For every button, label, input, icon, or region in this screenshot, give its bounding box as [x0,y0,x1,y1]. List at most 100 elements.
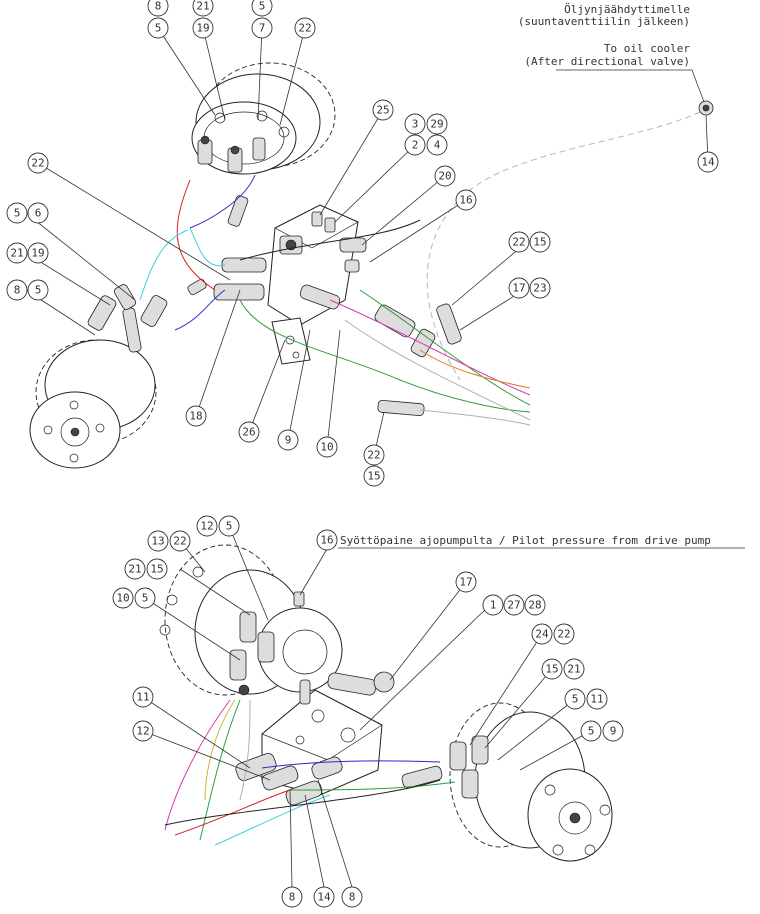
balloon: 28 [524,594,546,616]
balloon: 8 [281,886,303,908]
balloon: 10 [112,587,134,609]
svg-text:21: 21 [567,663,580,676]
balloon: 21 [6,242,28,264]
hose-cyan [139,227,226,301]
balloon: 15 [529,231,551,253]
balloon: 16 [316,529,338,551]
top-leaders [25,27,709,456]
svg-text:22: 22 [173,535,186,548]
svg-text:16: 16 [320,534,333,547]
balloon: 21 [124,558,146,580]
balloon: 25 [372,99,394,121]
hose-orange [419,349,531,389]
bottom-manifold [235,671,395,806]
balloon: 20 [434,165,456,187]
balloon: 22 [169,530,191,552]
svg-text:5: 5 [155,22,162,35]
balloon: 5 [134,587,156,609]
balloon: 14 [313,886,335,908]
hose-magenta [329,299,531,396]
balloon: 12 [196,515,218,537]
bottom-balloons: 12 5 13 22 16 21 15 10 5 17 1 27 28 24 2… [112,515,624,908]
top-assembly: Öljynjäähdyttimelle (suuntaventtiilin jä… [6,0,719,487]
balloon: 5 [147,17,169,39]
balloon: 22 [508,231,530,253]
balloon: 29 [426,113,448,135]
balloon: 10 [316,436,338,458]
svg-text:8: 8 [289,891,296,904]
svg-text:9: 9 [610,725,617,738]
svg-text:11: 11 [136,691,149,704]
balloon: 4 [426,134,448,156]
balloon: 5 [218,515,240,537]
balloon: 9 [602,720,624,742]
top-hoses [139,111,701,426]
balloon: 22 [553,623,575,645]
balloon: 1 [482,594,504,616]
svg-text:5: 5 [14,207,21,220]
oil-cooler-note: Öljynjäähdyttimelle (suuntaventtiilin jä… [518,3,705,103]
balloon: 21 [192,0,214,17]
svg-text:22: 22 [512,236,525,249]
balloon: 6 [27,202,49,224]
svg-text:9: 9 [285,434,292,447]
balloon: 23 [529,277,551,299]
top-balloons: 8 21 5 5 19 7 22 25 3 29 2 4 20 16 22 5 … [6,0,719,487]
balloon: 11 [132,686,154,708]
svg-text:7: 7 [259,22,266,35]
balloon: 17 [508,277,530,299]
svg-text:5: 5 [142,592,149,605]
svg-text:25: 25 [376,104,389,117]
bottom-left-motor [159,544,343,696]
svg-text:17: 17 [459,576,472,589]
svg-text:1: 1 [490,599,497,612]
svg-text:10: 10 [320,441,333,454]
svg-text:24: 24 [535,628,549,641]
svg-text:5: 5 [588,725,595,738]
hose-red [176,179,216,291]
svg-text:20: 20 [438,170,451,183]
svg-text:22: 22 [367,449,380,462]
svg-text:21: 21 [196,0,209,13]
balloon: 22 [294,17,316,39]
note-oil-cooler-en-1: To oil cooler [604,42,690,55]
svg-text:8: 8 [349,891,356,904]
svg-text:12: 12 [200,520,213,533]
svg-text:29: 29 [430,118,443,131]
balloon: 22 [363,444,385,466]
svg-text:15: 15 [367,470,380,483]
balloon: 27 [503,594,525,616]
balloon: 2 [404,134,426,156]
balloon: 12 [132,720,154,742]
balloon: 5 [564,688,586,710]
balloon: 19 [192,17,214,39]
svg-text:16: 16 [459,194,472,207]
balloon: 22 [27,152,49,174]
svg-text:13: 13 [151,535,164,548]
balloon: 19 [27,242,49,264]
bottom-right-motor [401,702,613,862]
svg-text:14: 14 [701,156,715,169]
balloon: 13 [147,530,169,552]
bottom-hoses [164,699,456,846]
svg-text:15: 15 [533,236,546,249]
svg-text:5: 5 [35,284,42,297]
hose-blue [174,174,256,331]
svg-text:15: 15 [150,563,163,576]
note-oil-cooler-en-2: (After directional valve) [524,55,690,68]
balloon: 17 [455,571,477,593]
balloon: 24 [531,623,553,645]
top-loose-fittings [187,100,714,417]
top-valve-block [213,204,436,365]
bottom-leaders [142,525,745,888]
svg-text:17: 17 [512,282,525,295]
svg-text:11: 11 [590,693,603,706]
svg-text:3: 3 [412,118,419,131]
balloon: 8 [6,279,28,301]
balloon: 8 [147,0,169,17]
balloon: 15 [363,465,385,487]
balloon: 15 [146,558,168,580]
note-pilot-pressure: Syöttöpaine ajopumpulta / Pilot pressure… [340,534,711,547]
balloon: 3 [404,113,426,135]
